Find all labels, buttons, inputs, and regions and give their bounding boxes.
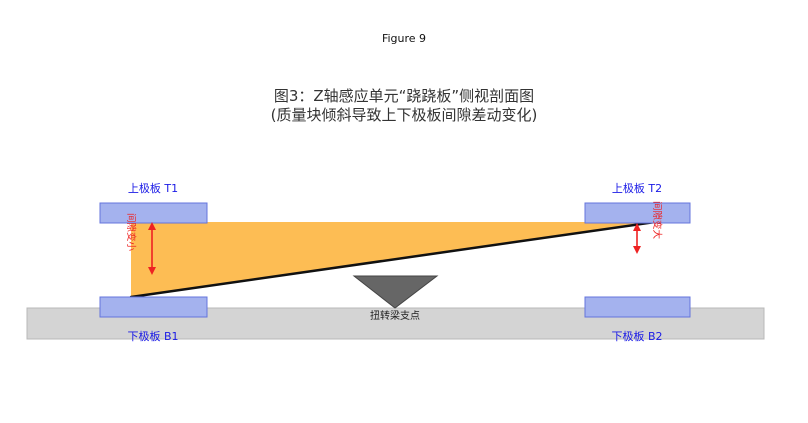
diagram-title: 图3：Z轴感应单元“跷跷板”侧视剖面图 (质量块倾斜导致上下极板间隙差动变化) (0, 87, 808, 125)
pivot-triangle (352, 275, 439, 309)
top-plate-t2 (584, 202, 691, 224)
bottom-plate-b1 (99, 296, 208, 318)
top-plate-t1 (99, 202, 208, 224)
diagram-title-line2: (质量块倾斜导致上下极板间隙差动变化) (270, 106, 538, 124)
bottom-plate-b2 (584, 296, 691, 318)
label-bottom-plate-b1: 下极板 B1 (127, 329, 178, 343)
label-top-plate-t2: 上极板 T2 (612, 181, 662, 195)
label-gap-right: 间隙变大 (651, 201, 663, 240)
label-gap-left: 间隙变小 (125, 213, 137, 252)
diagram-title-line1: 图3：Z轴感应单元“跷跷板”侧视剖面图 (273, 87, 535, 105)
label-pivot: 扭转梁支点 (370, 309, 420, 322)
figure-caption: Figure 9 (381, 32, 427, 45)
label-bottom-plate-b2: 下极板 B2 (611, 329, 662, 343)
seesaw-beam (129, 220, 657, 299)
label-top-plate-t1: 上极板 T1 (128, 181, 178, 195)
